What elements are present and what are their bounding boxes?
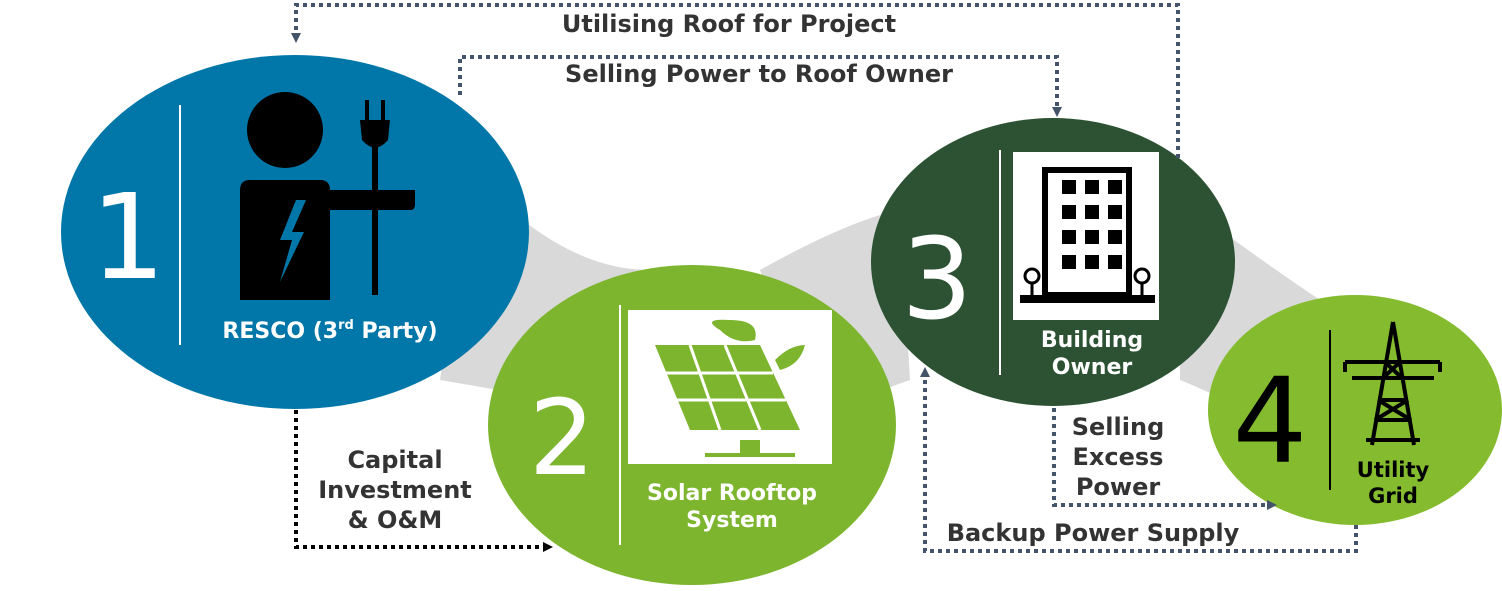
node-utility-circle: [1208, 295, 1502, 525]
node-building-label-line1: Building: [1041, 328, 1143, 353]
flow-label-capital-line1: Capital: [347, 446, 442, 474]
arrow-capital-investment: [294, 410, 553, 552]
node-resco-label: RESCO (3rd Party): [222, 318, 437, 344]
node-resco-label-sup: rd: [338, 318, 354, 333]
person-with-plug-icon: [240, 92, 415, 300]
flow-label-excess-line2: Excess: [1073, 443, 1164, 471]
node-resco-number: 1: [90, 168, 165, 306]
node-utility-label-line1: Utility: [1357, 458, 1430, 482]
node-building-owner: 3 Building Owner: [871, 118, 1235, 406]
node-utility-grid: 4 Utility Grid: [1208, 295, 1502, 525]
flow-label-excess-line1: Selling: [1072, 413, 1165, 441]
flow-label-utilising-roof: Utilising Roof for Project: [562, 10, 896, 38]
node-building-number: 3: [901, 215, 972, 345]
arrow-utilising-roof: [291, 3, 1180, 158]
flow-label-excess-line3: Power: [1076, 473, 1161, 501]
transmission-tower-icon: [1343, 321, 1442, 446]
node-solar-label-line1: Solar Rooftop: [647, 481, 817, 506]
node-utility-label-line2: Grid: [1368, 484, 1418, 508]
arrow-selling-excess: [1052, 408, 1277, 510]
node-solar-rooftop: 2 Solar Rooftop System: [488, 265, 896, 585]
node-solar-number: 2: [529, 377, 595, 499]
building-icon: [1020, 167, 1155, 303]
solar-panel-icon: [655, 319, 805, 457]
node-utility-number: 4: [1232, 352, 1307, 490]
flow-label-capital-line3: & O&M: [348, 506, 443, 534]
node-resco: 1 RESCO (3rd Party): [61, 55, 529, 409]
node-solar-label-line2: System: [686, 508, 778, 533]
arrow-selling-power: [458, 55, 1062, 117]
node-building-label-line2: Owner: [1052, 355, 1133, 380]
flow-label-backup: Backup Power Supply: [947, 519, 1240, 547]
flow-label-selling-power: Selling Power to Roof Owner: [565, 60, 953, 88]
flow-label-capital-line2: Investment: [318, 476, 472, 504]
arrow-backup-power: [920, 367, 1358, 553]
